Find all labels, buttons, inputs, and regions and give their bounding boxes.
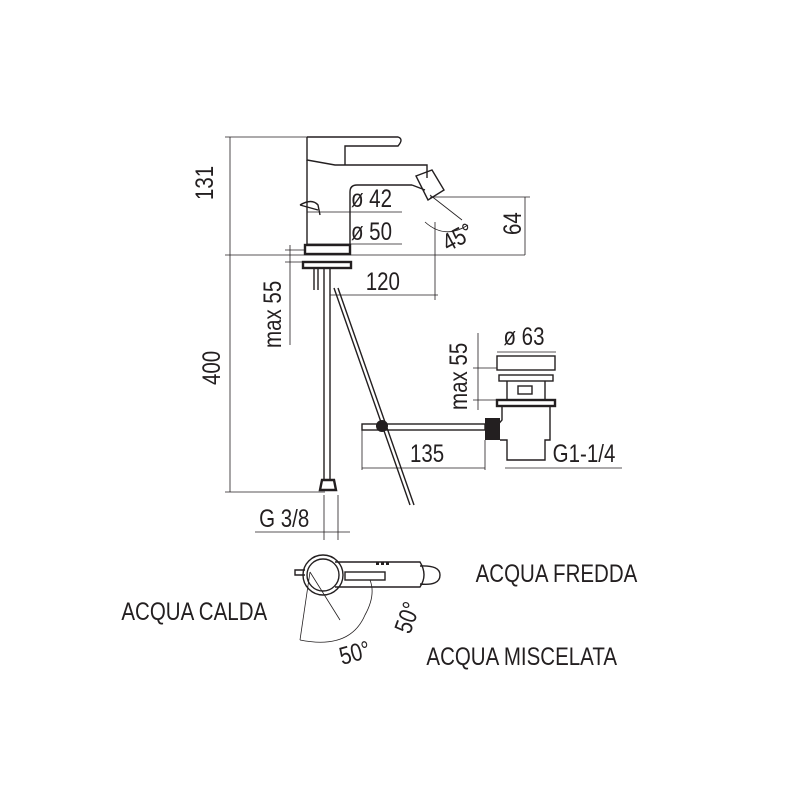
dim-diameter-42: ø 42	[351, 184, 392, 212]
dim-rod-135: 135	[410, 439, 444, 467]
dim-max-55-faucet: max 55	[258, 281, 286, 348]
label-mixed-water: ACQUA MISCELATA	[426, 642, 617, 670]
dim-reach-120: 120	[366, 267, 400, 295]
hose-connector	[318, 478, 338, 492]
supply-hoses	[313, 268, 331, 480]
dim-max-55-drain: max 55	[444, 343, 472, 410]
bidet-nozzle	[411, 169, 445, 202]
pop-up-lever	[299, 200, 321, 216]
dim-angle-right: 50°	[388, 598, 425, 637]
faucet-lever	[307, 136, 402, 165]
mounting-flange	[301, 260, 353, 270]
faucet-lever-base	[306, 137, 428, 178]
dim-angle-left: 50°	[336, 635, 373, 670]
rod-joint	[376, 420, 388, 432]
label-hot-water: ACQUA CALDA	[121, 597, 267, 625]
dim-spout-height: 64	[498, 212, 526, 235]
faucet-top-view	[294, 554, 441, 643]
dim-hose-400: 400	[197, 351, 225, 385]
label-cold-water: ACQUA FREDDA	[476, 559, 638, 587]
dim-spout-angle: 45°	[437, 217, 478, 257]
pop-up-drain	[361, 355, 557, 461]
faucet-base-plate	[303, 243, 352, 256]
dim-height-131: 131	[190, 166, 218, 200]
pop-up-rod	[333, 287, 415, 506]
dim-diameter-63: ø 63	[503, 322, 544, 350]
dim-connection-g114: G1-1/4	[553, 439, 616, 467]
drain-cap	[496, 355, 556, 371]
drain-rod-knob	[485, 418, 500, 440]
faucet-side-view	[299, 136, 445, 506]
dim-connection-g38: G 3/8	[259, 504, 309, 532]
dimension-lines	[225, 136, 622, 540]
dim-diameter-50: ø 50	[351, 217, 392, 245]
